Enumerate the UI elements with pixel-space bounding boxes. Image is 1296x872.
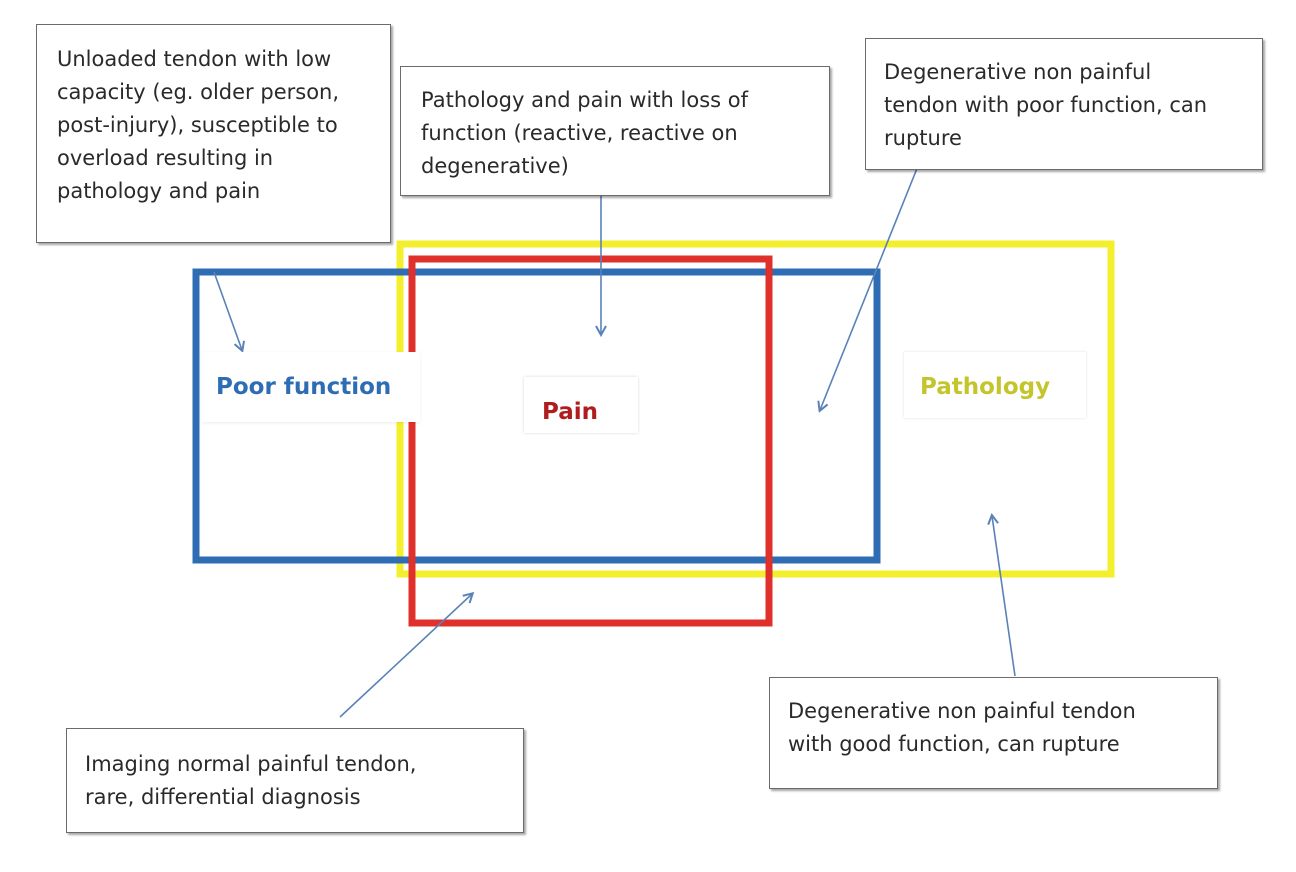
poor-function-region	[192, 268, 881, 564]
callout-line: overload resulting in	[57, 146, 274, 170]
callout-line: function (reactive, reactive on	[421, 121, 738, 145]
callout-line: with good function, can rupture	[788, 732, 1120, 756]
callout-imaging-normal: Imaging normal painful tendon, rare, dif…	[66, 728, 524, 833]
callout-line: rupture	[884, 126, 962, 150]
callout-line: Unloaded tendon with low	[57, 47, 332, 71]
arrow-icon	[213, 271, 242, 350]
callout-pathology-and-pain: Pathology and pain with loss of function…	[400, 66, 830, 196]
callout-line: tendon with poor function, can	[884, 93, 1208, 117]
callout-line: Imaging normal painful tendon,	[85, 752, 417, 776]
callout-unloaded-tendon: Unloaded tendon with low capacity (eg. o…	[36, 24, 391, 243]
callout-line: Degenerative non painful	[884, 60, 1152, 84]
callout-line: Degenerative non painful tendon	[788, 699, 1136, 723]
arrow-icon	[992, 516, 1016, 677]
arrow-icon	[339, 594, 472, 718]
pain-label: Pain	[524, 377, 638, 433]
callout-degenerative-good-function: Degenerative non painful tendon with goo…	[769, 677, 1218, 789]
callout-line: post-injury), susceptible to	[57, 113, 338, 137]
callout-line: capacity (eg. older person,	[57, 80, 340, 104]
callout-line: degenerative)	[421, 154, 569, 178]
callout-line: Pathology and pain with loss of	[421, 88, 749, 112]
pain-region	[408, 255, 773, 627]
callout-degenerative-poor-function: Degenerative non painful tendon with poo…	[865, 38, 1263, 170]
arrow-icon	[820, 155, 923, 410]
callout-line: rare, differential diagnosis	[85, 785, 361, 809]
callout-line: pathology and pain	[57, 179, 261, 203]
pathology-label: Pathology	[904, 352, 1086, 418]
poor-function-label: Poor function	[202, 352, 420, 422]
